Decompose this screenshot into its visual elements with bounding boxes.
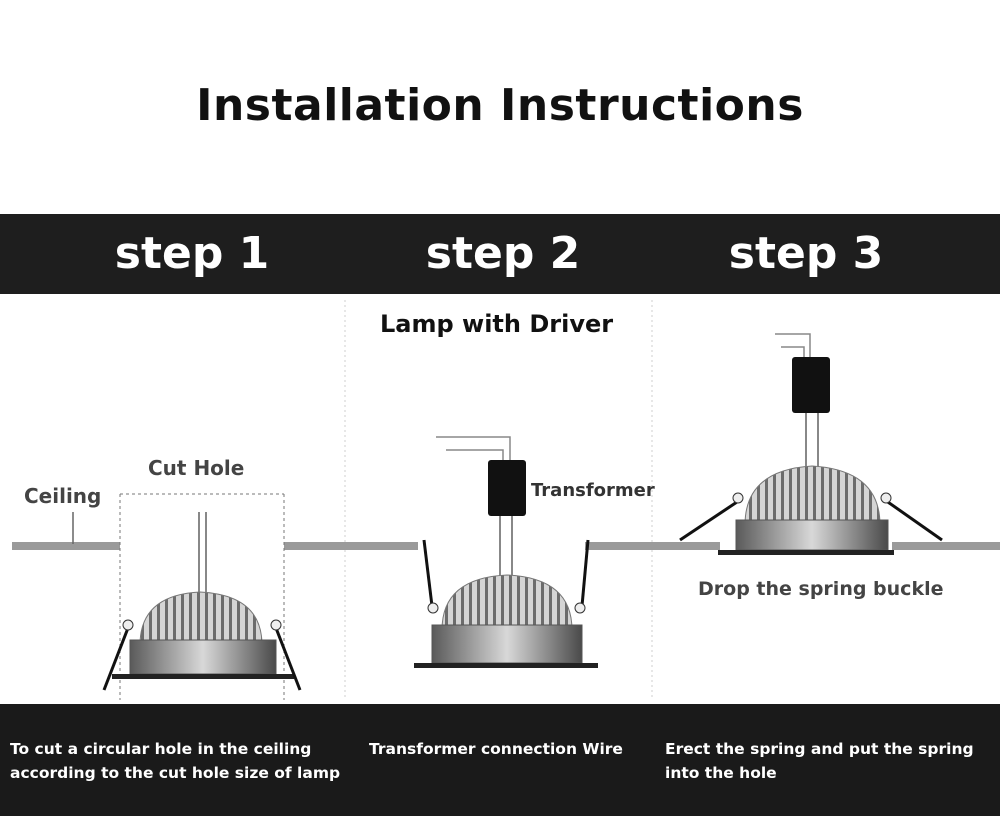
step-2-caption: Transformer connection Wire	[369, 737, 669, 761]
driver-box	[792, 357, 830, 413]
step-header-bar	[0, 214, 1000, 294]
caption-bar	[0, 704, 1000, 816]
ceiling-line	[12, 542, 1000, 550]
transformer-box	[488, 460, 526, 516]
lamp-step-2	[414, 436, 598, 668]
step-1-caption: To cut a circular hole in the ceiling ac…	[10, 737, 370, 785]
step-3-caption: Erect the spring and put the spring into…	[665, 737, 995, 785]
transformer-label: Transformer	[531, 480, 655, 501]
column-dividers	[344, 300, 653, 700]
page-title: Installation Instructions	[196, 80, 804, 131]
step-1-caption-line-2: according to the cut hole size of lamp	[10, 764, 341, 782]
lamp-with-driver-label: Lamp with Driver	[380, 310, 614, 338]
cut-hole-label: Cut Hole	[148, 456, 245, 480]
step-2-caption-line-1: Transformer connection Wire	[369, 740, 623, 758]
cut-hole-dimension	[119, 493, 285, 700]
step-1-caption-line-1: To cut a circular hole in the ceiling	[10, 740, 312, 758]
step-1-label: step 1	[114, 228, 270, 279]
step-3-caption-line-1: Erect the spring and put the spring	[665, 740, 974, 758]
drop-spring-label: Drop the spring buckle	[698, 578, 944, 600]
step-2-label: step 2	[425, 228, 581, 279]
step-3-caption-line-2: into the hole	[665, 764, 777, 782]
ceiling-label: Ceiling	[24, 484, 102, 508]
lamp-step-1	[102, 512, 302, 691]
step-3-label: step 3	[728, 228, 884, 279]
lamp-step-3	[679, 333, 943, 555]
